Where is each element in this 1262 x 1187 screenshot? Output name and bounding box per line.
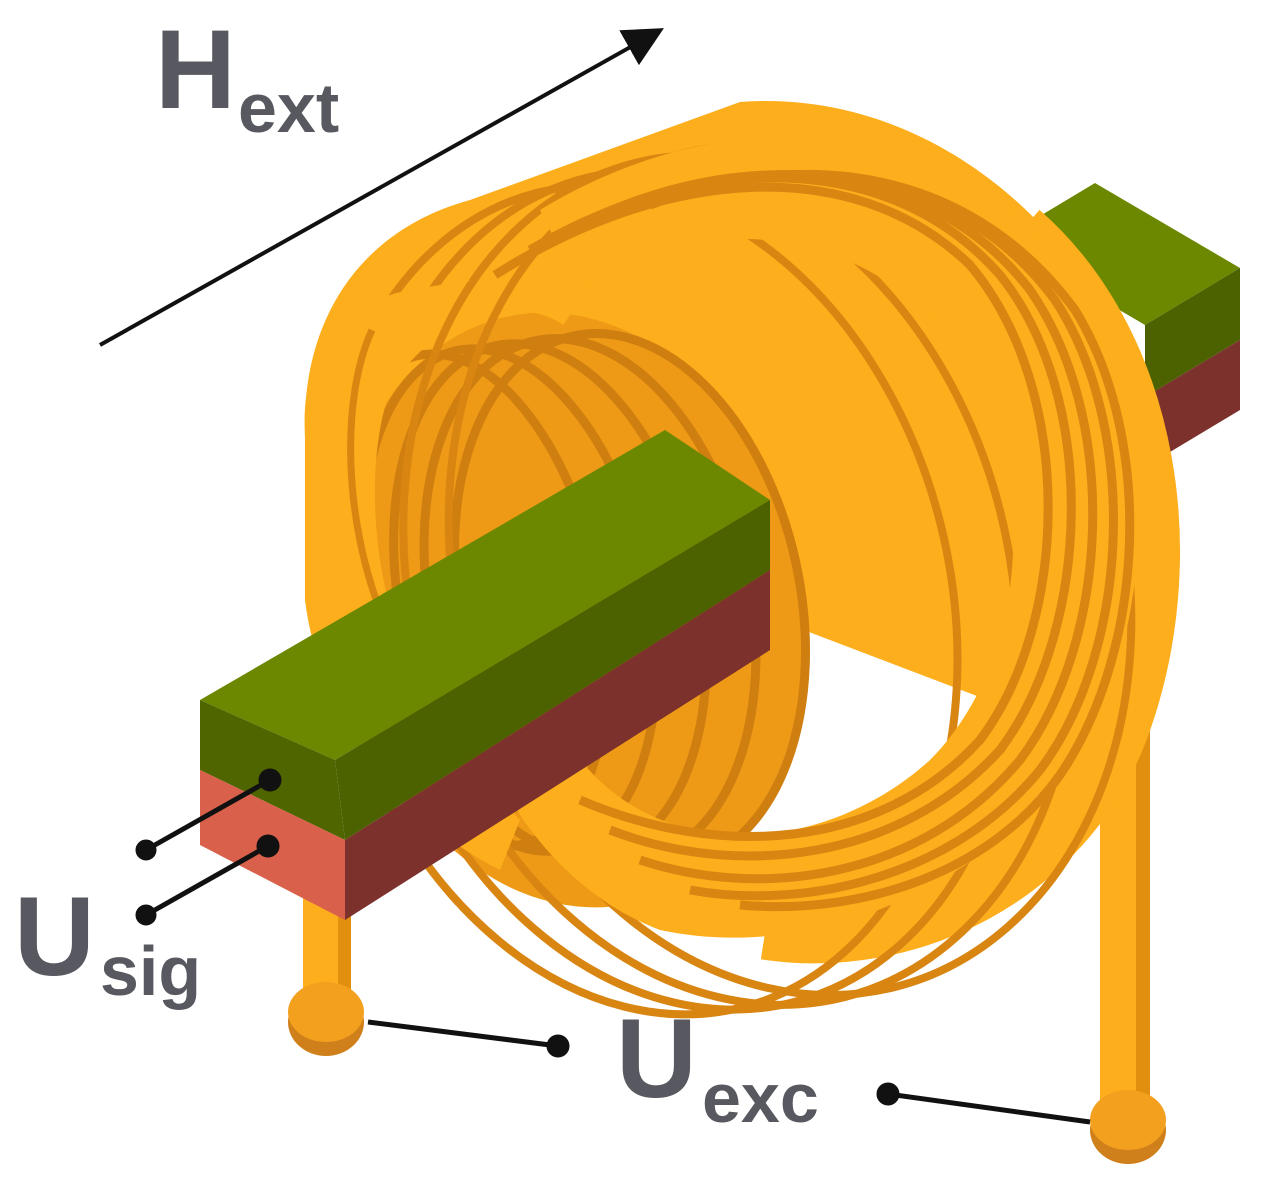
signal-wires (135, 768, 282, 926)
strip-back-green-side (1145, 268, 1240, 397)
strip-green-side (335, 500, 770, 840)
back-terminal (1090, 1090, 1166, 1164)
excitation-label-sub: exc (702, 1059, 819, 1137)
signal-label-sub: sig (100, 932, 201, 1010)
strip-red-side (345, 570, 770, 920)
strip-back-section (1000, 183, 1240, 467)
field-label-sub: ext (238, 69, 339, 147)
front-terminal (288, 982, 364, 1056)
field-arrow (99, 28, 664, 347)
strip-back-red-side (1145, 340, 1240, 467)
field-label-main: H (155, 7, 236, 132)
excitation-wires (367, 1019, 1091, 1125)
excitation-label: U exc (616, 996, 819, 1137)
signal-label: U sig (14, 874, 201, 1010)
strip-top (200, 430, 770, 760)
signal-label-main: U (14, 874, 95, 999)
excitation-label-main: U (616, 996, 697, 1121)
coil-front-face (490, 136, 1139, 938)
strip-back-top (1000, 183, 1240, 325)
field-label: H ext (155, 7, 339, 147)
